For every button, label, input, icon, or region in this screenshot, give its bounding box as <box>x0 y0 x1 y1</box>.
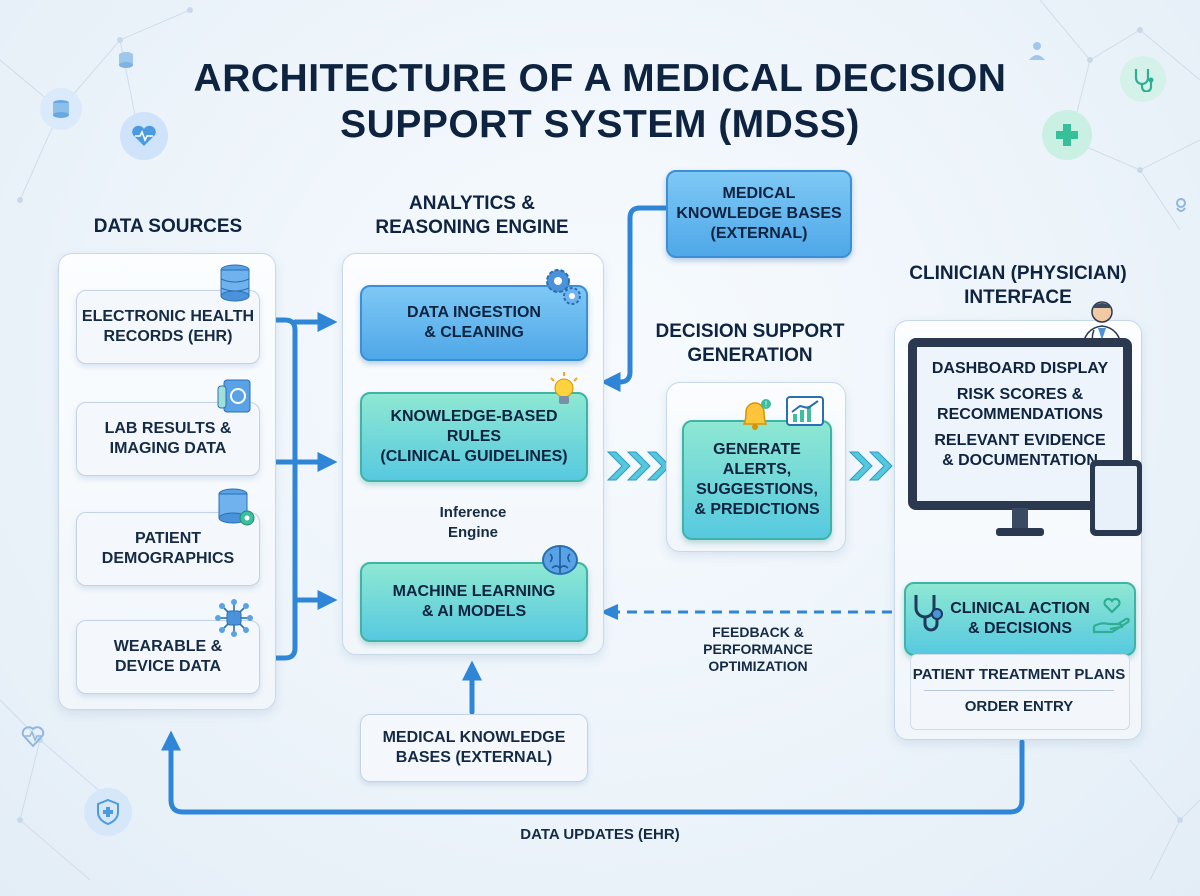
decision-support-heading: DECISION SUPPORT GENERATION <box>655 321 845 366</box>
page-title: ARCHITECTURE OF A MEDICAL DECISION SUPPO… <box>0 56 1200 148</box>
arrow-external-kb-to-rules <box>600 205 668 392</box>
documentation-text: & DOCUMENTATION <box>942 452 1098 469</box>
chevron-right-icon <box>848 451 873 481</box>
heart-float-icon <box>20 724 46 750</box>
machine-learning-box[interactable]: MACHINE LEARNING& AI MODELS <box>360 562 588 642</box>
data-source-lab-results[interactable]: LAB RESULTS &IMAGING DATA <box>76 402 260 476</box>
data-sources-heading: DATA SOURCES <box>93 216 243 237</box>
patient-treatment-plans[interactable]: PATIENT TREATMENT PLANS <box>912 666 1126 683</box>
stethoscope-icon <box>906 592 950 638</box>
shield-cross-bubble-icon <box>84 788 132 836</box>
bell-alert-icon: ! <box>736 396 774 434</box>
treatment-orders-divider <box>924 690 1114 691</box>
lab-report-icon <box>216 376 254 416</box>
chevron-right-icon <box>606 451 631 481</box>
analytics-chart-icon <box>786 396 824 430</box>
dashboard-display-text: DASHBOARD DISPLAY <box>931 360 1109 377</box>
care-hand-heart-icon <box>1092 596 1132 636</box>
treatment-orders-panel <box>910 654 1130 730</box>
monitor-stand <box>992 508 1048 538</box>
doctor-float-icon <box>1026 40 1048 62</box>
clinician-heading: CLINICIAN (PHYSICIAN) INTERFACE <box>909 263 1127 308</box>
database-float-icon <box>116 50 136 70</box>
location-float-icon <box>1172 196 1190 214</box>
heart-pulse-bubble-icon <box>120 112 168 160</box>
data-source-wearables[interactable]: WEARABLE &DEVICE DATA <box>76 620 260 694</box>
lightbulb-icon <box>548 372 580 408</box>
database-gear-icon <box>216 488 256 528</box>
database-bubble-icon <box>40 88 82 130</box>
feedback-optimization-label: FEEDBACK & PERFORMANCE OPTIMIZATION <box>703 624 813 674</box>
data-updates-label: DATA UPDATES (EHR) <box>520 826 680 843</box>
title-line-2: SUPPORT SYSTEM (MDSS) <box>340 103 860 146</box>
svg-text:!: ! <box>765 400 767 409</box>
network-chip-icon <box>214 598 254 638</box>
analytics-heading: ANALYTICS & REASONING ENGINE <box>375 193 569 238</box>
data-ingestion-box[interactable]: DATA INGESTION& CLEANING <box>360 285 588 361</box>
data-updates-loop-arrow <box>161 730 1025 815</box>
inference-engine-label: Inference Engine <box>439 504 507 541</box>
medical-cross-bubble-icon <box>1042 110 1092 160</box>
tablet-icon <box>1088 458 1144 538</box>
recommendations-text: RECOMMENDATIONS <box>937 406 1103 423</box>
order-entry[interactable]: ORDER ENTRY <box>964 698 1074 715</box>
relevant-evidence-text: RELEVANT EVIDENCE <box>934 432 1106 449</box>
database-icon <box>218 264 252 304</box>
brain-icon <box>540 542 580 578</box>
title-line-1: ARCHITECTURE OF A MEDICAL DECISION <box>193 57 1007 100</box>
stethoscope-bubble-icon <box>1120 56 1166 102</box>
clinical-action-box[interactable]: CLINICAL ACTION& DECISIONS <box>904 582 1136 656</box>
risk-scores-text: RISK SCORES & <box>956 386 1084 403</box>
gears-icon <box>540 265 586 307</box>
